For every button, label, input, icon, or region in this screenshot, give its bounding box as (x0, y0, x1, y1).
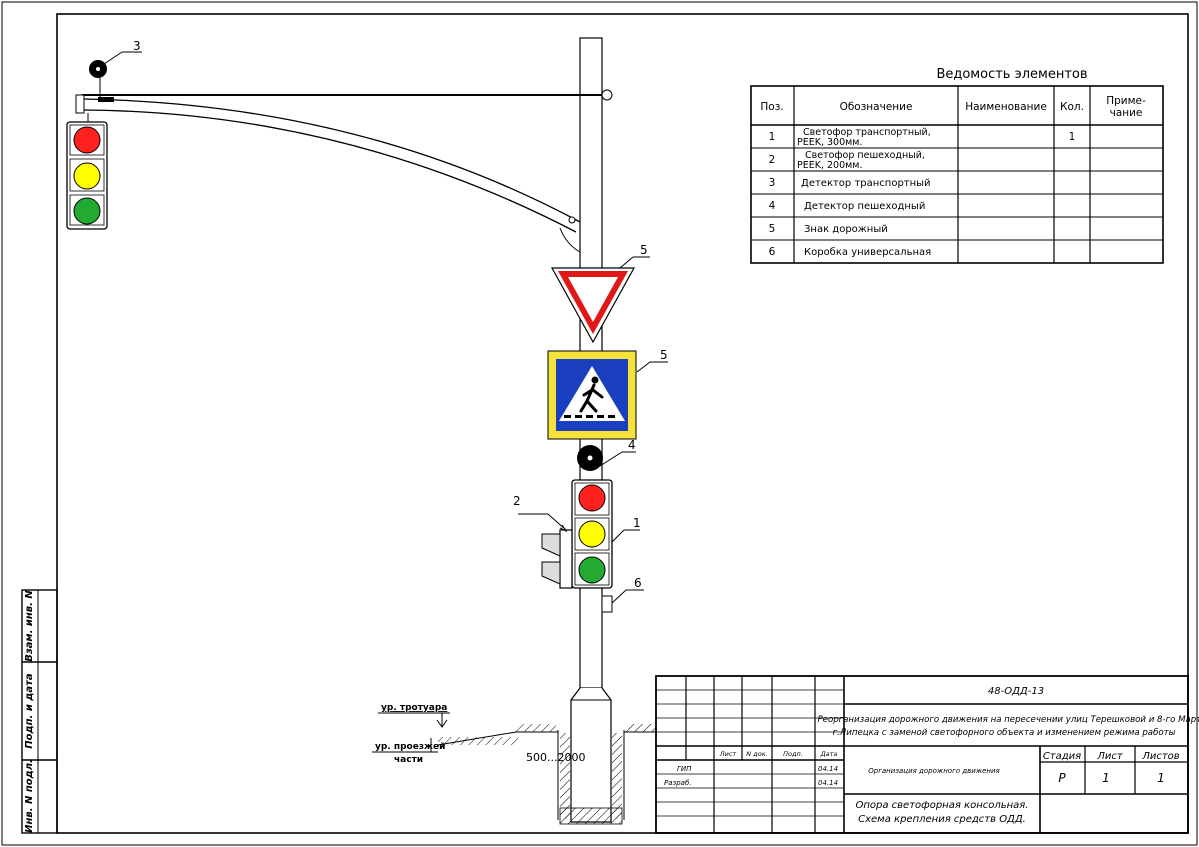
sheet-value: 1 (1102, 771, 1110, 785)
pedestrian-crossing-sign: 5 (547, 348, 668, 440)
callout-2: 2 (513, 494, 521, 508)
project-title-2: г.Липецка с заменой светофорного объекта… (833, 728, 1176, 738)
spec-table-title: Ведомость элементов (936, 67, 1087, 82)
label-sidewalk-level: ур. тротуара (381, 703, 447, 713)
header-pos: Поз. (760, 101, 783, 113)
row-designation-2: PEEK, 300мм. (797, 137, 863, 148)
role-chief-engineer: ГИП (677, 765, 692, 773)
row-designation: Светофор пешеходный, (805, 150, 925, 161)
vehicle-detector: 3 (89, 39, 142, 78)
callout-1: 1 (633, 516, 641, 530)
sheet-label: Лист (1096, 751, 1124, 762)
col-date: Дата (820, 750, 838, 758)
row-designation: Детектор пешеходный (804, 201, 925, 212)
table-row: 4 Детектор пешеходный (769, 200, 926, 212)
inner-frame (56, 13, 1189, 834)
stage-value: Р (1058, 771, 1066, 785)
yield-sign: 5 (550, 243, 650, 344)
row-pos: 6 (769, 246, 776, 258)
row-designation: Светофор транспортный, (803, 127, 931, 138)
section-name: Организация дорожного движения (868, 767, 999, 775)
row-designation-2: PEEK, 200мм. (797, 160, 863, 171)
role-developer: Разраб. (664, 779, 692, 787)
col-doc-no: N док. (746, 750, 767, 758)
stamp-sign-date: Подп. и дата (24, 673, 35, 749)
title-block: Лист N док. Подп. Дата ГИП 04.14 Разраб.… (655, 675, 1199, 834)
row-designation: Детектор транспортный (801, 178, 931, 189)
role-developer-date: 04.14 (818, 779, 838, 787)
cantilever-arm (75, 78, 613, 253)
project-title-1: Реорганизация дорожного движения на пере… (817, 715, 1199, 725)
header-name: Наименование (965, 101, 1047, 113)
callout-4: 4 (628, 438, 636, 452)
pedestrian-detector: 4 (577, 438, 636, 471)
row-pos: 4 (769, 200, 776, 212)
stage-label: Стадия (1043, 751, 1081, 762)
header-qty: Кол. (1060, 101, 1084, 113)
row-pos: 5 (769, 223, 776, 235)
col-sheet: Лист (719, 750, 737, 758)
callout-3: 3 (133, 39, 141, 53)
spec-table: Ведомость элементов Поз. Обозначение Наи… (750, 67, 1164, 264)
header-note-2: чание (1110, 107, 1143, 119)
foundation-pit (516, 724, 656, 825)
row-pos: 1 (769, 131, 776, 143)
table-row: 3 Детектор транспортный (769, 177, 931, 189)
pedestrian-icon (564, 376, 615, 418)
table-row: 6 Коробка универсальная (769, 246, 931, 258)
sheets-label: Листов (1141, 751, 1179, 762)
row-designation: Коробка универсальная (804, 247, 931, 258)
label-depth: 500...2000 (526, 751, 585, 764)
label-roadway-level-2: части (394, 755, 423, 765)
arm-traffic-light (66, 121, 108, 230)
level-markers: ур. тротуара ур. проезжей части 500...20… (372, 703, 585, 765)
drawing-title-2: Схема крепления средств ОДД. (858, 814, 1026, 825)
table-row: 1 Светофор транспортный, PEEK, 300мм. 1 (769, 127, 1076, 148)
drawing-title-1: Опора светофорная консольная. (855, 800, 1028, 811)
table-row: 2 Светофор пешеходный, PEEK, 200мм. (769, 150, 925, 171)
side-stamp: Взам. инв. N Подп. и дата Инв. N подл. (21, 589, 58, 834)
header-note-1: Приме- (1106, 95, 1146, 107)
callout-5a: 5 (640, 243, 648, 257)
callout-5b: 5 (660, 348, 668, 362)
role-chief-engineer-date: 04.14 (818, 765, 838, 773)
col-sign: Подп. (783, 750, 803, 758)
sheets-value: 1 (1157, 771, 1165, 785)
header-designation: Обозначение (840, 101, 913, 113)
pedestrian-traffic-light: 2 (513, 494, 573, 589)
stamp-inv-orig: Инв. N подл. (24, 759, 35, 833)
pole-traffic-light: 1 (571, 479, 641, 589)
row-qty: 1 (1069, 131, 1076, 143)
callout-6: 6 (634, 576, 642, 590)
stamp-replace-inv: Взам. инв. N (24, 590, 35, 662)
row-designation: Знак дорожный (804, 224, 888, 235)
junction-box: 6 (601, 576, 644, 613)
row-pos: 3 (769, 177, 776, 189)
table-row: 5 Знак дорожный (769, 223, 888, 235)
label-roadway-level-1: ур. проезжей (375, 742, 445, 752)
row-pos: 2 (769, 154, 776, 166)
doc-code: 48-ОДД-13 (988, 686, 1044, 697)
